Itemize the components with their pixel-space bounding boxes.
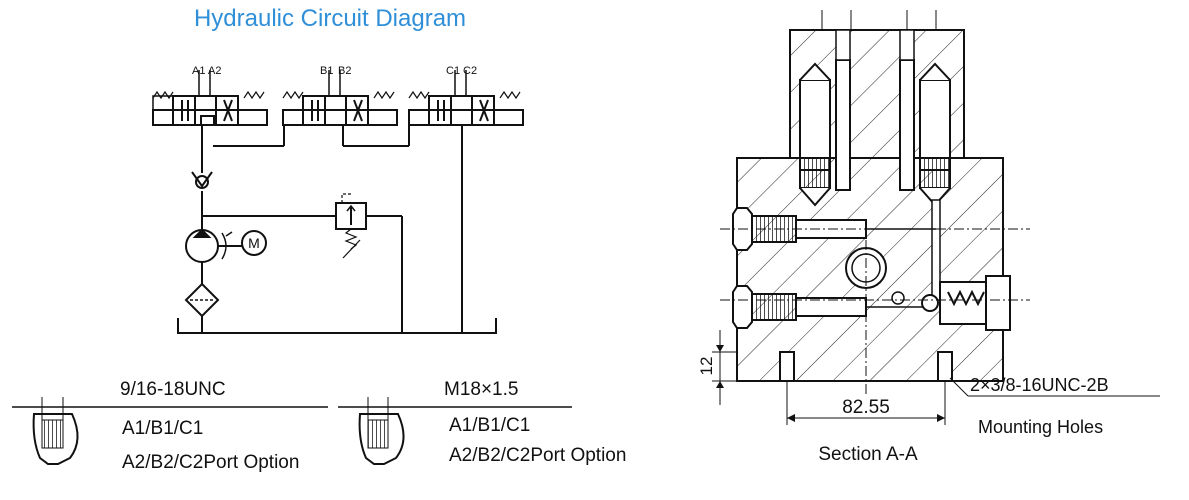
section-dim-height: 12 <box>697 357 716 376</box>
motor-label: M <box>248 235 260 251</box>
port-option-1-line2: A2/B2/C2Port Option <box>122 452 299 473</box>
port-label-a2: A2 <box>208 65 221 77</box>
port-label-c1: C1 <box>446 65 460 77</box>
directional-valve-1 <box>152 70 268 126</box>
hydraulic-circuit <box>177 125 497 334</box>
mounting-hole-spec: 2×3/8-16UNC-2B <box>970 375 1109 395</box>
section-dim-spacing: 82.55 <box>842 397 890 418</box>
port-option-2-line2: A2/B2/C2Port Option <box>449 445 626 466</box>
check-valve-symbol <box>191 171 213 189</box>
port-label-b1: B1 <box>320 65 333 77</box>
port-option-1 <box>12 397 328 465</box>
port-option-2-line1: A1/B1/C1 <box>449 415 530 436</box>
port-option-2-thread: M18×1.5 <box>444 379 518 400</box>
section-view <box>712 10 1160 425</box>
section-caption: Section A-A <box>818 444 918 465</box>
diagram-title: Hydraulic Circuit Diagram <box>194 5 466 32</box>
relief-valve-symbol <box>335 193 367 259</box>
filter-symbol <box>184 282 220 318</box>
directional-valve-3 <box>408 70 524 146</box>
port-label-b2: B2 <box>338 65 351 77</box>
port-option-2 <box>338 397 572 465</box>
port-option-1-thread: 9/16-18UNC <box>120 379 226 400</box>
mounting-hole-label: Mounting Holes <box>978 417 1103 437</box>
directional-valve-2 <box>282 70 398 146</box>
port-label-a1: A1 <box>192 65 205 77</box>
pump-symbol <box>185 228 242 263</box>
port-label-c2: C2 <box>463 65 477 77</box>
motor-symbol <box>241 230 267 256</box>
port-option-1-line1: A1/B1/C1 <box>122 418 203 439</box>
